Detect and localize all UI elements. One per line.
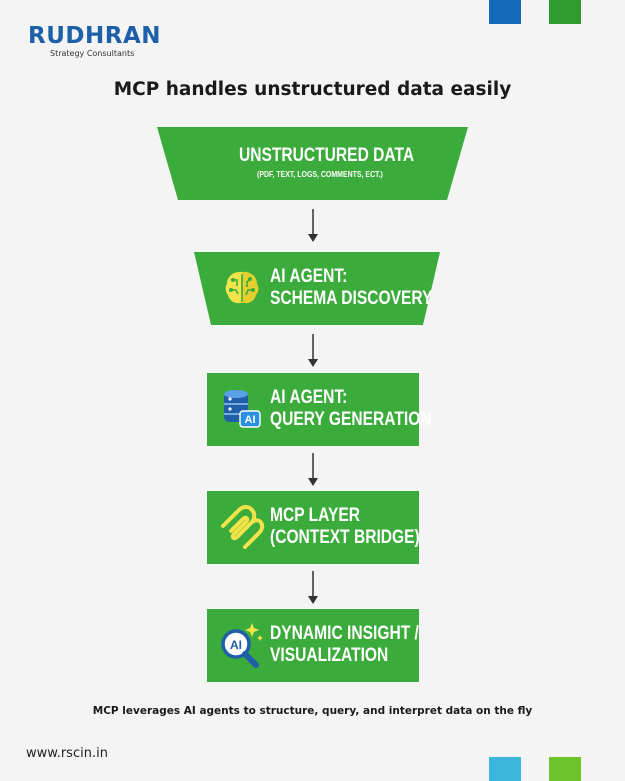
brand-tagline: Strategy Consultants (50, 49, 135, 58)
step-schema-discovery: AI AGENT: SCHEMA DISCOVERY (194, 252, 440, 325)
corner-square-blue-top (489, 0, 521, 24)
corner-square-green-top (549, 0, 581, 24)
step-line-2: (CONTEXT BRIDGE) (270, 527, 420, 548)
step-shape (157, 127, 468, 200)
brand-logo: RUDHRAN Strategy Consultants (28, 24, 161, 58)
step-query-generation: AI AI AGENT: QUERY GENERATION (207, 373, 432, 446)
ai-search-icon: AI (221, 623, 263, 668)
step-line-2: VISUALIZATION (270, 645, 389, 666)
step-dynamic-insight: AI DYNAMIC INSIGHT / VISUALIZATION (207, 609, 419, 682)
page-title: MCP handles unstructured data easily (113, 79, 512, 100)
step-line-2: QUERY GENERATION (270, 409, 432, 430)
brain-circuit-icon (225, 271, 259, 304)
flow-arrow (308, 571, 318, 604)
flow-arrow (308, 334, 318, 367)
flow-arrow (308, 453, 318, 486)
website-link[interactable]: www.rscin.in (26, 746, 108, 761)
ai-lens-text: AI (230, 638, 242, 652)
corner-square-lime-bottom (549, 757, 581, 781)
step-line-1: DYNAMIC INSIGHT / (270, 623, 419, 644)
step-unstructured-data: UNSTRUCTURED DATA (PDF, TEXT, LOGS, COMM… (157, 127, 468, 200)
mcp-logo-icon (221, 505, 265, 549)
flow-arrow (308, 209, 318, 242)
step-line-1: AI AGENT: (270, 387, 348, 408)
diagram-caption: MCP leverages AI agents to structure, qu… (92, 705, 533, 717)
step-line-1: MCP LAYER (270, 505, 361, 526)
ai-badge-text: AI (245, 414, 256, 426)
step-subtitle: (PDF, TEXT, LOGS, COMMENTS, ECT.) (257, 169, 383, 179)
step-line-1: AI AGENT: (270, 266, 348, 287)
step-shape (194, 252, 440, 325)
database-ai-icon: AI (224, 390, 261, 428)
step-line-2: SCHEMA DISCOVERY (270, 288, 433, 309)
step-title: UNSTRUCTURED DATA (239, 145, 415, 166)
step-mcp-layer: MCP LAYER (CONTEXT BRIDGE) (207, 491, 420, 564)
corner-square-teal-bottom (489, 757, 521, 781)
brand-name: RUDHRAN (28, 23, 161, 49)
